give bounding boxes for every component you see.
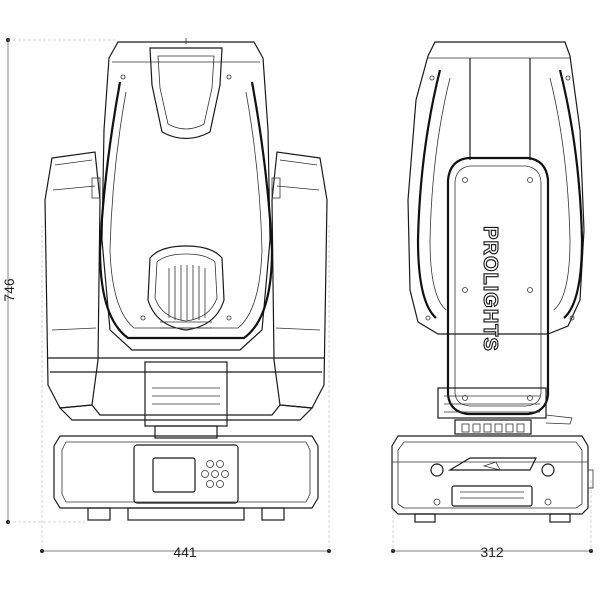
front-yoke [44, 151, 328, 421]
front-base [53, 435, 319, 521]
front-width-dimension [40, 225, 331, 553]
front-neck [144, 361, 228, 439]
brand-logo-text: PROLIGHTS [479, 226, 501, 352]
front-view [44, 38, 328, 521]
side-width-label: 312 [480, 544, 504, 560]
side-neck [437, 387, 573, 435]
side-yoke-arm [446, 156, 550, 416]
height-dimension-label: 746 [1, 278, 17, 302]
side-width-dimension [391, 480, 593, 553]
side-base [391, 435, 594, 523]
front-width-label: 441 [173, 544, 197, 560]
front-head [98, 38, 274, 351]
height-dimension [6, 38, 115, 524]
side-view: PROLIGHTS [391, 41, 594, 523]
